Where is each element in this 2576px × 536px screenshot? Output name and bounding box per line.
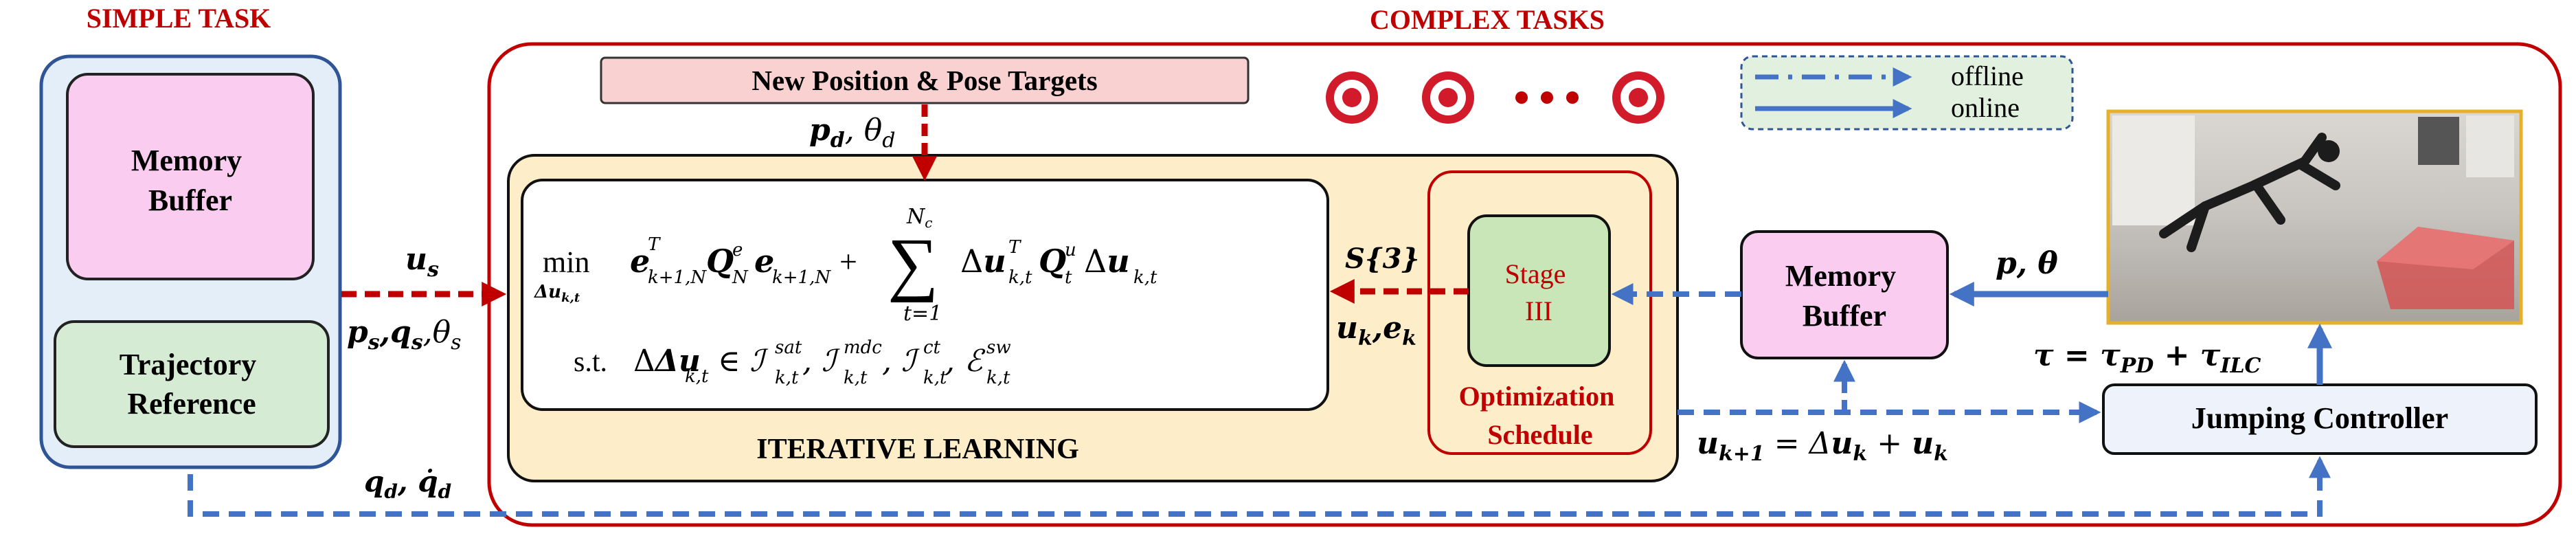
sum-upper-limit-subscript: c — [925, 214, 932, 231]
svg-text:k,t: k,t — [685, 366, 709, 387]
constraint-membership: ∈ ℐ — [718, 344, 769, 379]
svg-text:∑: ∑ — [888, 224, 938, 303]
simple-task-title: SIMPLE TASK — [87, 3, 271, 34]
svg-text:N: N — [732, 267, 749, 288]
simple-memory-buffer-box — [66, 73, 315, 280]
svg-text:k,t: k,t — [923, 368, 947, 388]
svg-text:Nc: Nc — [906, 205, 932, 231]
complex-memory-buffer-box — [1740, 230, 1949, 359]
svg-text:+: + — [839, 244, 857, 279]
complex-memory-buffer-line2: Buffer — [1803, 299, 1886, 333]
svg-text:k,t: k,t — [1008, 267, 1032, 288]
svg-text:ps,qs,θs: ps,qs,θs — [347, 315, 462, 355]
legend-online-label: online — [1951, 92, 2020, 123]
svg-text:sw: sw — [986, 337, 1011, 358]
svg-text:τ = τPD + τILC: τ = τPD + τILC — [2033, 338, 2261, 378]
svg-text:u: u — [1065, 240, 1076, 260]
svg-text:T: T — [1008, 237, 1021, 258]
constraint-variable: Δu — [654, 344, 701, 379]
svg-text:e: e — [732, 240, 743, 260]
objective-min: min — [543, 245, 589, 279]
svg-text:ΔΔu: ΔΔu — [633, 344, 701, 379]
stage-box — [1467, 214, 1611, 367]
robot-jump-photo — [2106, 109, 2523, 325]
svg-text:t: t — [1065, 267, 1072, 288]
error-term: e — [630, 243, 650, 280]
label-u-s-subscript: s — [427, 258, 439, 282]
svg-text:Δu: Δu — [1084, 243, 1130, 280]
svg-text:, ℐ: , ℐ — [882, 344, 920, 379]
svg-text:k+1,N: k+1,N — [648, 267, 707, 288]
jumping-controller-label: Jumping Controller — [2191, 401, 2448, 435]
target-icon — [1422, 71, 1474, 124]
arrow-trajectory-to-controller — [188, 456, 2331, 517]
ellipsis-dots — [1515, 91, 1579, 104]
svg-text:Q: Q — [1039, 243, 1066, 280]
svg-text:Trajectory Reference: Trajectory Reference — [120, 348, 264, 421]
svg-text:k,t: k,t — [844, 368, 868, 388]
label-u-update: u — [1697, 426, 1719, 461]
complex-tasks-title: COMPLEX TASKS — [1370, 4, 1605, 35]
svg-text:e: e — [630, 243, 650, 280]
target-icon — [1326, 71, 1378, 124]
svg-text:qd, q̇d: qd, q̇d — [364, 465, 451, 503]
objective-min-subscript: Δu — [533, 282, 561, 302]
svg-text:Δuk,t: Δuk,t — [533, 282, 580, 305]
svg-text:uk,ek: uk,ek — [1336, 311, 1416, 350]
svg-text:uk+1 = Δuk + uk: uk+1 = Δuk + uk — [1697, 426, 1948, 466]
targets-box — [600, 56, 1250, 104]
svg-text:sat: sat — [775, 337, 802, 358]
optimization-schedule-line2: Schedule — [1487, 419, 1592, 450]
trajectory-reference-line1: Trajectory — [120, 348, 257, 381]
label-uk-ek: u — [1336, 311, 1358, 346]
stage-label: Stage — [1505, 258, 1566, 289]
svg-text:e: e — [754, 243, 774, 280]
label-ps-qs-thetas: p — [347, 315, 368, 350]
svg-text:k,t: k,t — [986, 368, 1010, 388]
label-s3: S{3} — [1345, 243, 1419, 275]
targets-label: New Position & Pose Targets — [752, 65, 1097, 96]
sum-lower-limit: t=1 — [903, 302, 942, 326]
label-u-s: u — [405, 242, 427, 277]
trajectory-reference-box — [54, 320, 330, 448]
svg-text:, ℰ: , ℰ — [945, 344, 986, 379]
svg-text:mdc: mdc — [844, 337, 882, 358]
optimization-formula: min Δuk,t e T k+1,N Q e N e k+1,N + ∑ Nc… — [533, 205, 1157, 388]
simple-memory-buffer-line1: Memory — [131, 144, 242, 177]
svg-text:, ℐ: , ℐ — [802, 344, 841, 379]
svg-text:Memory Buffer: Memory Buffer — [131, 144, 249, 217]
iterative-learning-label: ITERATIVE LEARNING — [756, 434, 1079, 465]
svg-text:Memory Buffer: Memory Buffer — [1785, 259, 1903, 333]
objective-min-subscript-index: k,t — [561, 291, 580, 305]
label-tau: τ = τ — [2033, 338, 2121, 373]
svg-text:Δu: Δu — [960, 243, 1006, 280]
svg-text:Stage III: Stage III — [1505, 258, 1573, 326]
stage-number: III — [1525, 295, 1552, 326]
legend-offline-label: offline — [1951, 60, 2024, 91]
sum-upper-limit: N — [906, 205, 926, 229]
complex-memory-buffer-line1: Memory — [1785, 259, 1896, 293]
optimization-schedule-box — [1427, 170, 1652, 455]
trajectory-reference-line2: Reference — [127, 387, 256, 421]
optimization-schedule-line1: Optimization — [1459, 381, 1615, 412]
svg-text:∈ ℐ: ∈ ℐ — [718, 344, 769, 379]
label-pd-thetad: p — [809, 113, 831, 148]
label-p-theta: p, θ — [1996, 246, 2058, 281]
svg-text:Optimization Schedule: Optimization Schedule — [1459, 381, 1622, 450]
target-icon — [1612, 71, 1664, 124]
svg-text:us: us — [405, 242, 439, 282]
svg-text:T: T — [648, 234, 661, 255]
svg-text:k,t: k,t — [1133, 267, 1157, 288]
svg-text:ct: ct — [923, 337, 941, 358]
simple-memory-buffer-line2: Buffer — [148, 183, 232, 217]
svg-text:pd, θd: pd, θd — [809, 113, 895, 153]
svg-text:k+1,N: k+1,N — [772, 267, 831, 288]
label-qd-qdot: q — [364, 465, 384, 498]
svg-text:Q: Q — [706, 243, 734, 280]
constraint-prefix: s.t. — [574, 346, 607, 378]
svg-text:k,t: k,t — [775, 368, 799, 388]
